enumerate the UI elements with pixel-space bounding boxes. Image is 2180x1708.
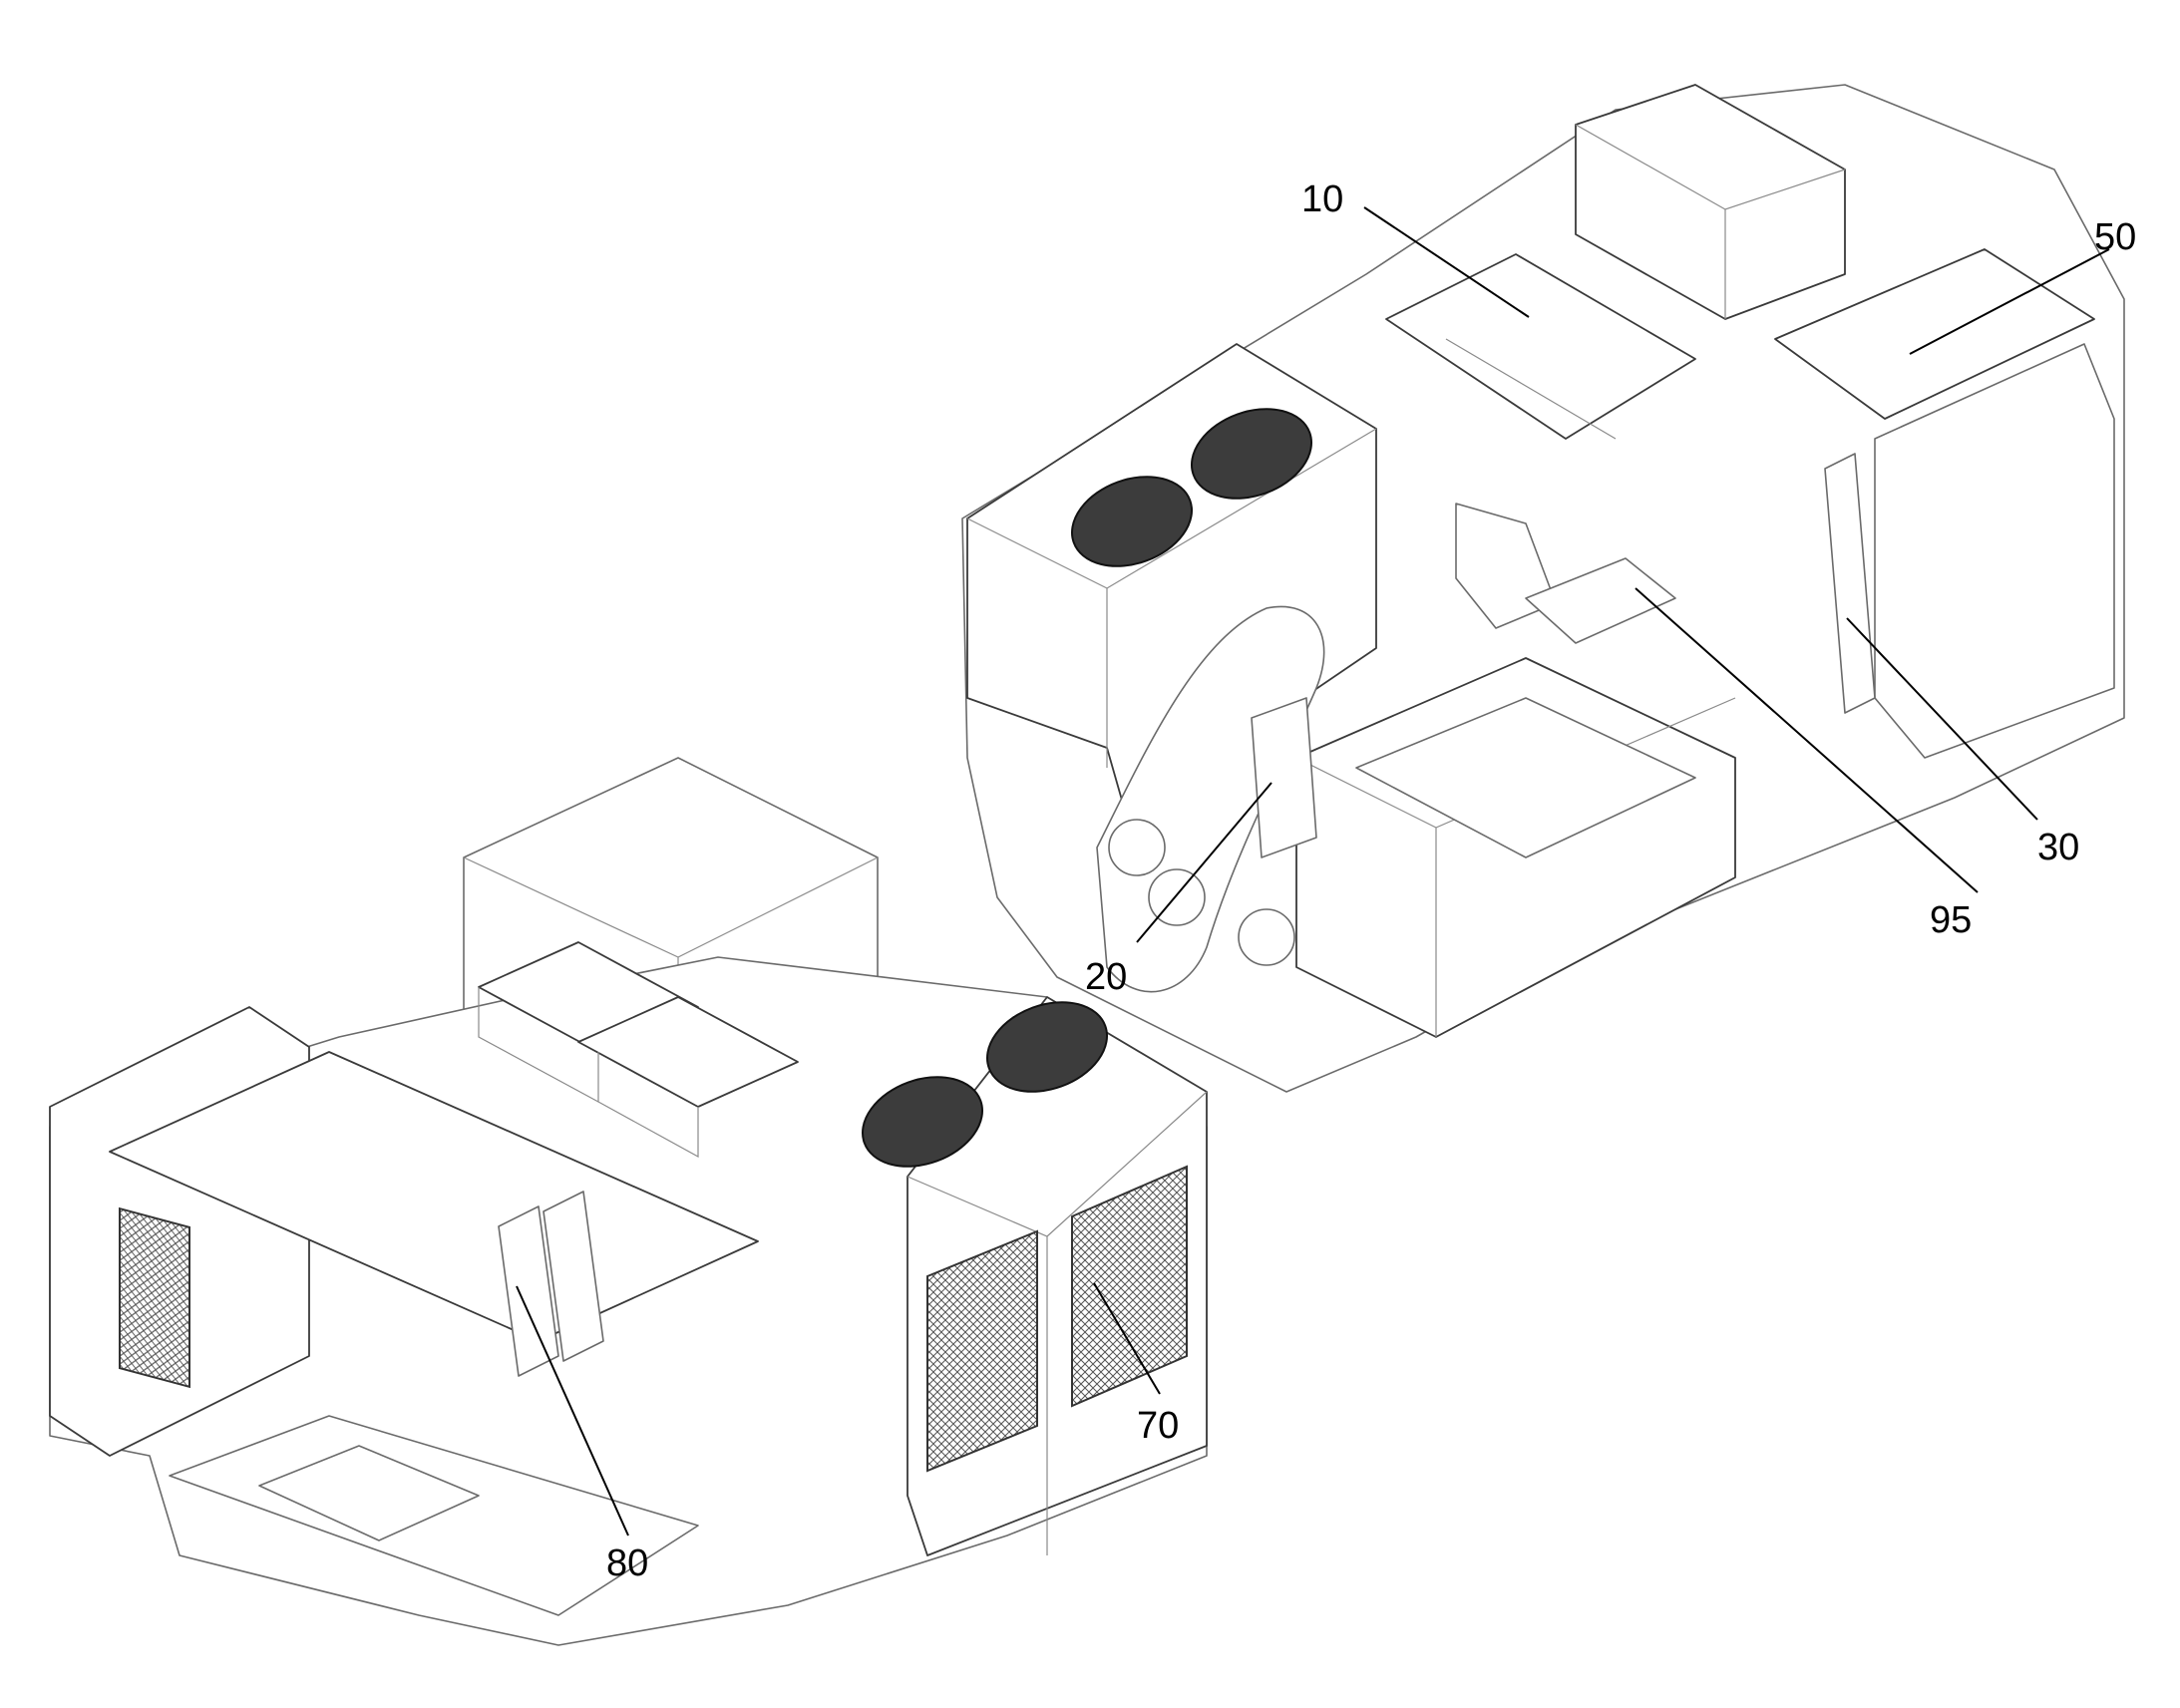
right-frame-50 [1774,248,2095,420]
leader-30 [1846,617,2038,821]
callout-70: 70 [1137,1405,1179,1447]
mesh-panel-70b [1071,1165,1188,1408]
upper-assembly [961,84,2125,1093]
leader-20 [1136,782,1272,943]
callout-30: 30 [2037,827,2079,868]
upper-fan-grille-left [1070,476,1194,567]
leader-70 [1093,1282,1161,1395]
leaders [516,206,2110,1537]
lower-fan-grille-left [861,1076,984,1168]
plate-80b [543,1191,604,1362]
bracket-plate [1525,557,1676,644]
panel-10 [1385,253,1696,440]
mesh-panel-70a [926,1229,1038,1473]
rear-tall-box [1575,84,1846,320]
leader-95 [1635,587,1979,893]
lower-assembly [49,757,1208,1646]
link-pin-1 [1108,819,1166,876]
lower-inner-frame [1355,697,1696,858]
callout-20: 20 [1085,956,1127,998]
lower-left-cab-mesh [119,1206,190,1389]
callout-80: 80 [606,1542,648,1584]
callout-95: 95 [1930,899,1972,941]
leader-50 [1909,248,2110,355]
plate-20 [1251,697,1317,858]
upper-fan-grille-right [1190,408,1313,500]
callout-50: 50 [2094,216,2136,258]
link-pin-3 [1238,908,1295,966]
callout-labels: 10 20 30 50 70 80 95 [606,178,2136,1584]
lower-base-opening [258,1445,480,1541]
lower-top-box-right [577,996,799,1108]
leader-10 [1363,206,1530,318]
top-rail [109,1051,759,1342]
lower-fan-grille-right [985,1001,1109,1093]
leader-80 [516,1285,629,1537]
plate-80a [498,1205,559,1377]
vertical-panel [1824,453,1876,714]
callout-10: 10 [1301,178,1343,220]
